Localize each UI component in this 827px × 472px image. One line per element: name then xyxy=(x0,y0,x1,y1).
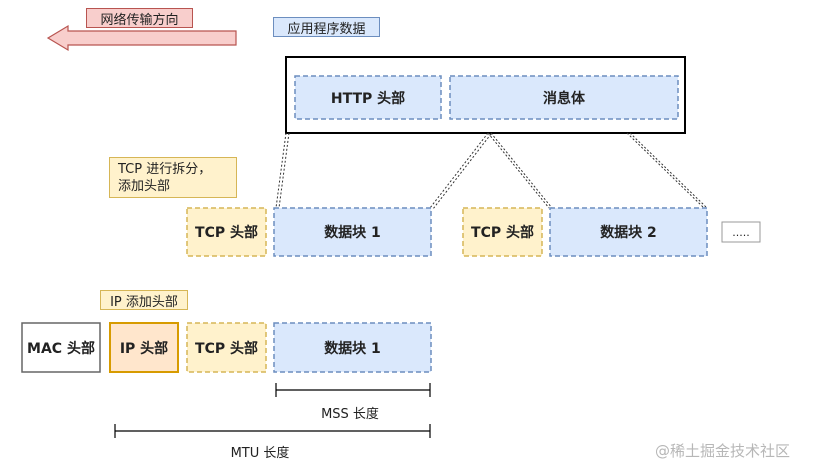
data-block-2-box xyxy=(549,207,708,257)
mtu-label: MTU 长度 xyxy=(230,445,290,461)
watermark: @稀土掘金技术社区 xyxy=(655,442,791,460)
tcp-header-label-1: TCP 头部 xyxy=(195,225,258,241)
direction-label: 网络传输方向 xyxy=(86,8,193,28)
data-block-1-box xyxy=(273,207,432,257)
tcp-note: TCP 进行拆分， 添加头部 xyxy=(109,157,237,198)
data-block-1-label-2: 数据块 1 xyxy=(324,340,381,357)
mss-bracket xyxy=(275,383,431,397)
more-box xyxy=(721,221,761,243)
message-body-box xyxy=(449,75,679,120)
tcp-header-label-2: TCP 头部 xyxy=(471,225,534,241)
split-lines xyxy=(275,132,708,210)
mtu-bracket xyxy=(114,424,431,438)
left-arrow-icon xyxy=(46,24,237,52)
tcp-header-box-2 xyxy=(462,207,543,257)
ip-note: IP 添加头部 xyxy=(100,290,188,310)
tcp-header-box-3 xyxy=(186,322,267,373)
data-block-1-label: 数据块 1 xyxy=(324,225,381,241)
ip-header-box xyxy=(109,322,179,373)
http-header-box xyxy=(294,75,442,120)
app-data-label: 应用程序数据 xyxy=(273,17,380,37)
tcp-header-label-3: TCP 头部 xyxy=(195,340,258,357)
data-block-1-box-2 xyxy=(273,322,432,373)
more-label: ..... xyxy=(732,225,750,239)
tcp-header-box-1 xyxy=(186,207,267,257)
mac-header-label: MAC 头部 xyxy=(27,340,95,357)
mss-label: MSS 长度 xyxy=(321,406,379,422)
message-body-label: 消息体 xyxy=(543,90,585,107)
ip-header-label: IP 头部 xyxy=(119,340,169,357)
data-block-2-label: 数据块 2 xyxy=(600,225,657,241)
http-header-label: HTTP 头部 xyxy=(330,90,406,107)
mac-header-box xyxy=(21,322,101,373)
